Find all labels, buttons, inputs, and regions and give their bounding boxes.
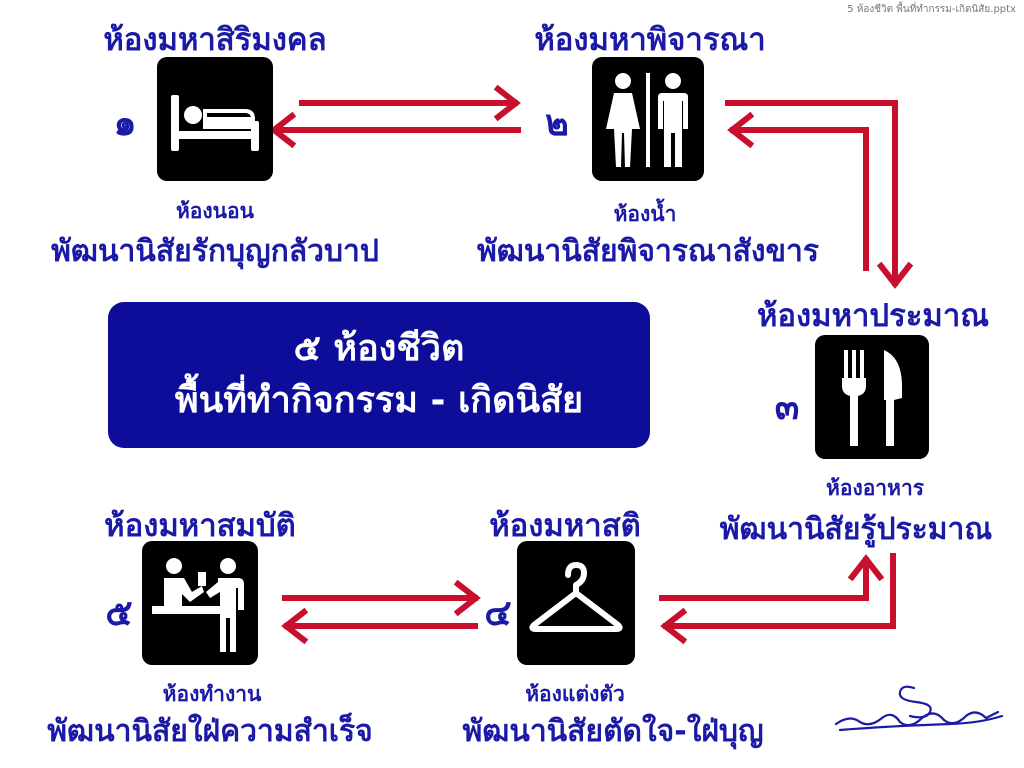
signature-mark bbox=[834, 685, 1004, 732]
room4-subtitle: ห้องแต่งตัว bbox=[525, 682, 625, 706]
room5-subtitle: ห้องทำงาน bbox=[162, 682, 262, 706]
room2-subtitle: ห้องน้ำ bbox=[613, 202, 677, 226]
room1-subtitle: ห้องนอน bbox=[175, 199, 255, 223]
room5-icon-box bbox=[142, 541, 258, 665]
arrow-room2-to-room3 bbox=[725, 100, 914, 289]
fork-knife-icon bbox=[842, 350, 902, 446]
arrow-room3-to-room4 bbox=[660, 553, 896, 645]
office-work-icon bbox=[152, 558, 244, 652]
arrow-room5-to-room4 bbox=[282, 579, 481, 617]
arrow-room3-to-room2 bbox=[727, 111, 869, 271]
room4-title: ห้องมหาสติ bbox=[489, 508, 641, 544]
room3-habit: พัฒนานิสัยรู้ประมาณ bbox=[719, 512, 993, 547]
room3-title: ห้องมหาประมาณ bbox=[756, 298, 990, 334]
room3-subtitle: ห้องอาหาร bbox=[825, 476, 925, 500]
room1-icon-box bbox=[157, 57, 273, 181]
arrow-room4-to-room5 bbox=[281, 607, 478, 645]
room3-icon-box bbox=[815, 335, 929, 459]
room4-icon-box bbox=[517, 541, 635, 665]
room1-title: ห้องมหาสิริมงคล bbox=[103, 22, 327, 58]
arrow-room2-to-room1 bbox=[269, 111, 521, 149]
file-name-label: 5 ห้องชีวิต พื้นที่ทำกรรม-เกิดนิสัย.pptx bbox=[847, 4, 1016, 15]
room1-habit: พัฒนานิสัยรักบุญกลัวบาป bbox=[51, 234, 379, 269]
room3-number: ๓ bbox=[774, 387, 800, 428]
room4-habit: พัฒนานิสัยตัดใจ-ใฝ่บุญ bbox=[462, 714, 764, 749]
bed-icon bbox=[171, 95, 259, 151]
arrow-room4-to-room3 bbox=[659, 554, 885, 601]
center-title-box: ๕ ห้องชีวิต พื้นที่ทำกิจกรรม - เกิดนิสัย bbox=[108, 302, 650, 448]
center-title-line1: ๕ ห้องชีวิต bbox=[293, 328, 465, 369]
room2-icon-box bbox=[592, 57, 704, 181]
room5-title: ห้องมหาสมบัติ bbox=[104, 508, 296, 544]
room2-number: ๒ bbox=[545, 103, 569, 144]
room1-number: ๑ bbox=[113, 103, 137, 144]
room5-habit: พัฒนานิสัยใฝ่ความสำเร็จ bbox=[47, 714, 373, 749]
restroom-icon bbox=[606, 73, 688, 167]
room2-habit: พัฒนานิสัยพิจารณาสังขาร bbox=[476, 234, 820, 269]
arrow-room1-to-room2 bbox=[299, 84, 521, 122]
room4-number: ๔ bbox=[484, 593, 512, 634]
room5-number: ๕ bbox=[105, 593, 133, 634]
room2-title: ห้องมหาพิจารณา bbox=[534, 22, 766, 58]
center-title-line2: พื้นที่ทำกิจกรรม - เกิดนิสัย bbox=[174, 380, 584, 421]
hanger-icon bbox=[529, 562, 623, 632]
